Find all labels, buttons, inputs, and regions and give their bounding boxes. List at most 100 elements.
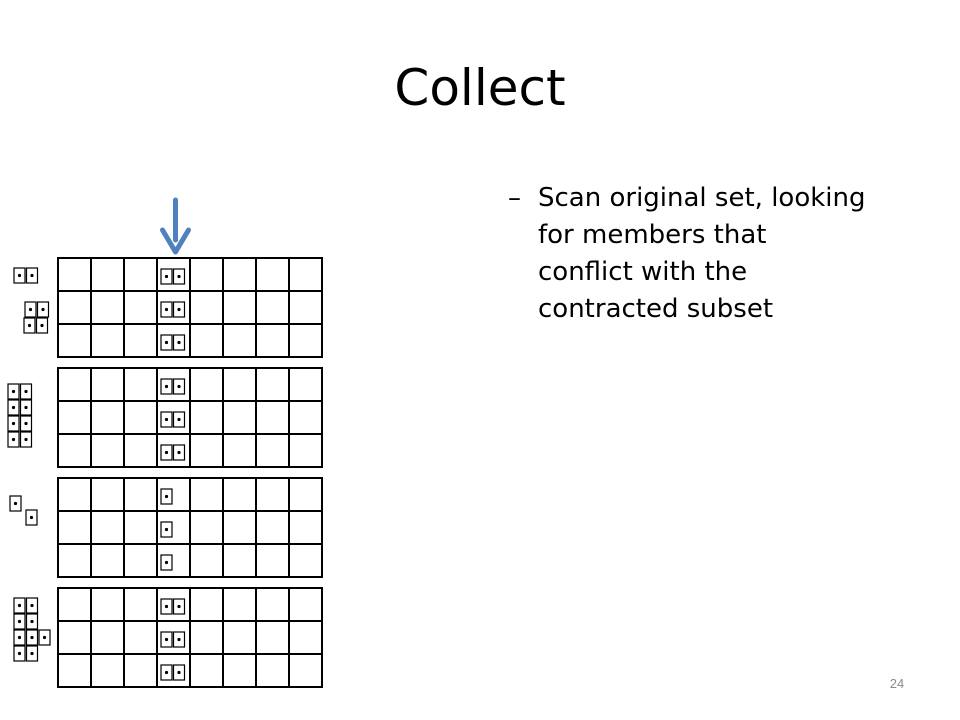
grid-cell bbox=[90, 433, 125, 468]
grid-cell bbox=[222, 367, 257, 402]
grid-cell bbox=[255, 510, 290, 545]
grid-cell bbox=[123, 510, 158, 545]
cell-glyphs bbox=[160, 488, 173, 505]
cell-glyphs bbox=[160, 554, 173, 571]
grid-cell bbox=[222, 477, 257, 512]
cell-glyphs bbox=[160, 444, 186, 461]
missing-glyph-mark bbox=[164, 560, 169, 565]
grid-cell bbox=[255, 290, 290, 325]
missing-glyph-mark bbox=[177, 307, 181, 312]
missing-glyph-mark bbox=[30, 619, 34, 624]
grid-cell bbox=[255, 477, 290, 512]
grid-cell bbox=[57, 653, 92, 688]
missing-glyph-mark bbox=[17, 273, 22, 278]
missing-glyph-mark bbox=[30, 651, 34, 656]
grid-cell bbox=[222, 510, 257, 545]
missing-glyph-mark bbox=[24, 421, 28, 426]
grid-cell bbox=[288, 543, 323, 578]
missing-glyph-mark bbox=[40, 323, 44, 328]
cell-glyphs bbox=[160, 411, 186, 428]
grid-cell bbox=[123, 323, 158, 358]
missing-glyph-mark bbox=[24, 405, 28, 410]
grid-cell bbox=[288, 367, 323, 402]
grid-cell bbox=[57, 620, 92, 655]
bullet-dash: – bbox=[508, 183, 521, 213]
missing-glyph-mark bbox=[164, 450, 169, 455]
grid-cell bbox=[222, 620, 257, 655]
grid-cell bbox=[57, 367, 92, 402]
missing-glyph-mark bbox=[177, 450, 181, 455]
missing-glyph-mark bbox=[11, 437, 16, 442]
grid-cell bbox=[57, 543, 92, 578]
grid-cell bbox=[255, 323, 290, 358]
cell-glyphs bbox=[160, 378, 186, 395]
row-label-glyphs bbox=[9, 495, 22, 512]
missing-glyph-mark bbox=[164, 274, 169, 279]
grid-cell bbox=[222, 433, 257, 468]
grid-cell bbox=[255, 400, 290, 435]
row-label-glyphs bbox=[24, 301, 50, 318]
grid-cell bbox=[288, 620, 323, 655]
grid-cell bbox=[90, 257, 125, 292]
grid-cell bbox=[288, 587, 323, 622]
missing-glyph-mark bbox=[24, 437, 28, 442]
row-label-glyphs bbox=[13, 645, 39, 662]
slide-title: Collect bbox=[394, 59, 566, 117]
grid-cell bbox=[90, 510, 125, 545]
grid-cell bbox=[123, 587, 158, 622]
grid-cell bbox=[189, 290, 224, 325]
block-3 bbox=[9, 477, 323, 578]
missing-glyph-mark bbox=[177, 274, 181, 279]
missing-glyph-mark bbox=[177, 637, 181, 642]
missing-glyph-mark bbox=[164, 307, 169, 312]
grid-cell bbox=[189, 323, 224, 358]
grid-cell bbox=[189, 400, 224, 435]
grid-cell bbox=[189, 257, 224, 292]
grid-cell bbox=[123, 653, 158, 688]
grid-cell bbox=[255, 587, 290, 622]
grid-cell bbox=[222, 653, 257, 688]
cell-glyphs bbox=[160, 664, 186, 681]
missing-glyph-mark bbox=[177, 384, 181, 389]
grid-cell bbox=[222, 400, 257, 435]
down-arrow-icon bbox=[160, 197, 191, 255]
row-label-glyphs bbox=[13, 267, 39, 284]
missing-glyph-mark bbox=[42, 635, 47, 640]
grid-cell bbox=[90, 400, 125, 435]
grid-cell bbox=[123, 433, 158, 468]
grid-cell bbox=[288, 510, 323, 545]
grid-cell bbox=[90, 477, 125, 512]
grid-cell bbox=[189, 367, 224, 402]
grid-cell bbox=[123, 257, 158, 292]
missing-glyph-mark bbox=[30, 273, 34, 278]
missing-glyph-mark bbox=[17, 603, 22, 608]
grid-cell bbox=[189, 477, 224, 512]
grid-cell bbox=[90, 543, 125, 578]
grid-cell bbox=[189, 433, 224, 468]
row-label-glyphs bbox=[13, 629, 51, 646]
missing-glyph-mark bbox=[41, 307, 45, 312]
missing-glyph-mark bbox=[11, 421, 16, 426]
grid-cell bbox=[57, 400, 92, 435]
grid-cell bbox=[90, 620, 125, 655]
grid-cell bbox=[222, 587, 257, 622]
row-label-glyphs bbox=[13, 597, 39, 614]
missing-glyph-mark bbox=[164, 670, 169, 675]
missing-glyph-mark bbox=[28, 307, 33, 312]
cell-glyphs bbox=[160, 631, 186, 648]
grid-cell bbox=[222, 257, 257, 292]
missing-glyph-mark bbox=[177, 417, 181, 422]
grid-cell bbox=[57, 477, 92, 512]
grid-cell bbox=[288, 323, 323, 358]
missing-glyph-mark bbox=[177, 340, 181, 345]
grid-cell bbox=[255, 543, 290, 578]
cell-glyphs bbox=[160, 268, 186, 285]
missing-glyph-mark bbox=[30, 635, 34, 640]
grid-cell bbox=[57, 510, 92, 545]
missing-glyph-mark bbox=[13, 501, 18, 506]
block-2 bbox=[7, 367, 323, 468]
grid-cell bbox=[90, 323, 125, 358]
grid-cell bbox=[123, 367, 158, 402]
missing-glyph-mark bbox=[164, 340, 169, 345]
